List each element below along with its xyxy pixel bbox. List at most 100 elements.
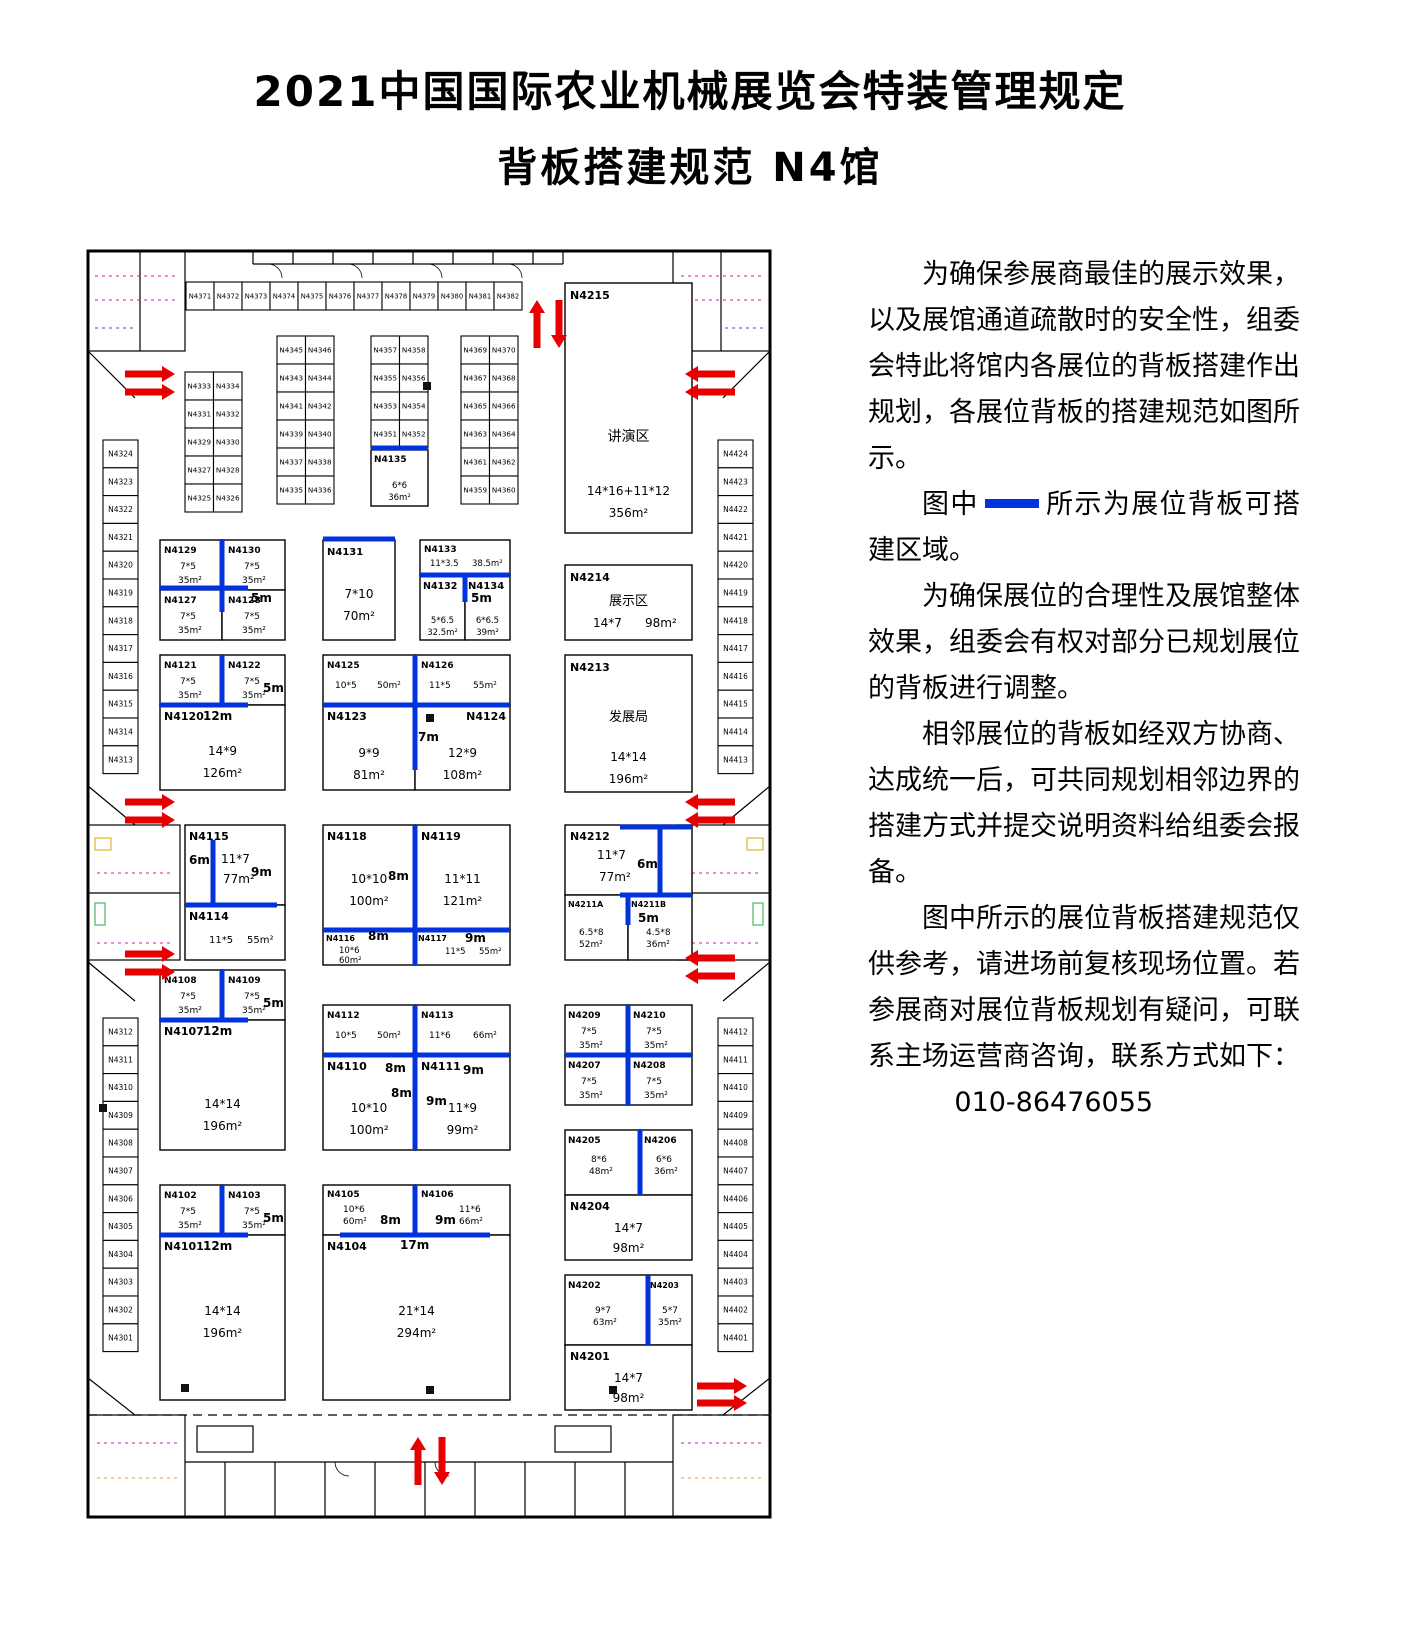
booth-N4211A [564, 894, 629, 961]
flow-arrow-head [685, 950, 698, 966]
backboard-length-label: 9m [426, 1094, 447, 1108]
booth-N4135 [370, 449, 429, 507]
booth-label: N4362 [492, 458, 516, 467]
booth-text: 196m² [609, 772, 649, 786]
booth-N4362 [488, 447, 519, 477]
booth-N4401 [717, 1323, 754, 1353]
note-paragraph-4: 相邻展位的背板如经双方协商、达成统一后，可共同规划相邻边界的搭建方式并提交说明资… [868, 719, 1300, 888]
booth-N4203 [647, 1274, 693, 1346]
booth-text: 55m² [247, 935, 273, 946]
backboard-length-label: 8m [368, 929, 389, 943]
booth-N4368 [488, 363, 519, 393]
booth-label: N4357 [373, 346, 397, 355]
booth-text: N4121 [164, 661, 197, 671]
booth-label: N4402 [723, 1306, 748, 1315]
booth-text: 36m² [388, 493, 411, 503]
booth-label: N4378 [385, 293, 407, 301]
booth-N4307 [102, 1156, 139, 1186]
booth-text: 60m² [343, 1217, 367, 1227]
booth-N4374 [269, 281, 299, 311]
booth-text: N4127 [164, 596, 197, 606]
booth-N4319 [102, 578, 139, 608]
booth-label: N4377 [357, 293, 379, 301]
booth-text: 11*9 [448, 1101, 477, 1115]
booth-label: N4334 [216, 382, 240, 391]
note-paragraph-1: 为确保参展商最佳的展示效果，以及展馆通道疏散时的安全性，组委会特此将馆内各展位的… [868, 259, 1300, 474]
booth-N4107 [159, 1019, 286, 1151]
booth-N4122 [221, 654, 286, 706]
booth-N4314 [102, 717, 139, 747]
booth-text: N4210 [633, 1011, 666, 1021]
phone-number: 010-86476055 [954, 1087, 1154, 1118]
pillar [99, 1104, 107, 1112]
booth-label: N4421 [723, 533, 748, 542]
booth-N4313 [102, 745, 139, 775]
booth-label: N4312 [108, 1028, 133, 1037]
booth-text: 10*6 [343, 1205, 365, 1215]
backboard-length-label: 12m [203, 1239, 232, 1253]
booth-text: N4113 [421, 1011, 454, 1021]
booth-label: N4375 [301, 293, 323, 301]
booth-text: 8*6 [591, 1155, 607, 1165]
booth-label: N4333 [187, 382, 211, 391]
booth-label: N4305 [108, 1222, 133, 1231]
pillar [181, 1384, 189, 1392]
booth-N4323 [102, 467, 139, 497]
booth-label: N4406 [723, 1194, 748, 1203]
title-line2: 背板搭建规范 N4馆 [497, 145, 883, 191]
booth-text: 10*5 [335, 1031, 357, 1041]
note-p2-post: 所示为展位背板可搭建区域。 [868, 489, 1301, 566]
booth-label: N4307 [108, 1167, 133, 1176]
booth-text: 发展局 [609, 709, 648, 725]
booth-N4423 [717, 467, 754, 497]
booth-label: N4373 [245, 293, 267, 301]
booth-text: 39m² [476, 628, 499, 638]
booth-N4208 [627, 1054, 693, 1106]
booth-N4120 [159, 704, 286, 791]
booth-text: 14*14 [204, 1097, 241, 1111]
flow-arrow-head [162, 812, 175, 828]
booth-N4303 [102, 1267, 139, 1297]
booth-label: N4424 [723, 450, 748, 459]
booth-label: N4422 [723, 505, 748, 514]
booth-text: 11*6 [459, 1205, 481, 1215]
booth-label: N4301 [108, 1333, 133, 1342]
booth-text: N4208 [633, 1061, 666, 1071]
booth-label: N4316 [108, 672, 133, 681]
booth-N4320 [102, 550, 139, 580]
booth-text: 7*5 [244, 612, 260, 622]
booth-label: N4344 [308, 374, 332, 383]
booth-N4312 [102, 1017, 139, 1047]
booth-text: 77m² [223, 872, 255, 886]
booth-text: N4122 [228, 661, 261, 671]
booth-label: N4324 [108, 450, 133, 459]
booth-label: N4314 [108, 728, 133, 737]
pillar [426, 1386, 434, 1394]
booth-text: 11*5 [209, 935, 233, 946]
booth-N4127 [159, 589, 223, 641]
backboard-length-label: 8m [391, 1086, 412, 1100]
booth-N4407 [717, 1156, 754, 1186]
booth-label: N4412 [723, 1028, 748, 1037]
booth-label: N4407 [723, 1167, 748, 1176]
booth-text: 35m² [178, 1006, 202, 1016]
booth-label: N4404 [723, 1250, 748, 1259]
booth-text: N4135 [374, 455, 407, 465]
booth-label: N4326 [216, 494, 240, 503]
booth-text: 35m² [242, 1221, 266, 1231]
booth-text: 6*6 [656, 1155, 672, 1165]
booth-text: N4129 [164, 546, 197, 556]
booth-text: 35m² [178, 576, 202, 586]
booth-text: 63m² [593, 1318, 617, 1328]
booth-N4108 [159, 969, 223, 1021]
booth-text: 11*7 [221, 852, 250, 866]
backboard-length-label: 9m [251, 865, 272, 879]
note-p2-pre: 图中 [922, 489, 979, 520]
booth-text: N4101 [164, 1240, 204, 1253]
booth-N4371 [185, 281, 215, 311]
booth-text: 35m² [242, 1006, 266, 1016]
booth-label: N4365 [463, 402, 487, 411]
booth-text: 98m² [613, 1391, 645, 1405]
booth-text: 52m² [579, 940, 603, 950]
